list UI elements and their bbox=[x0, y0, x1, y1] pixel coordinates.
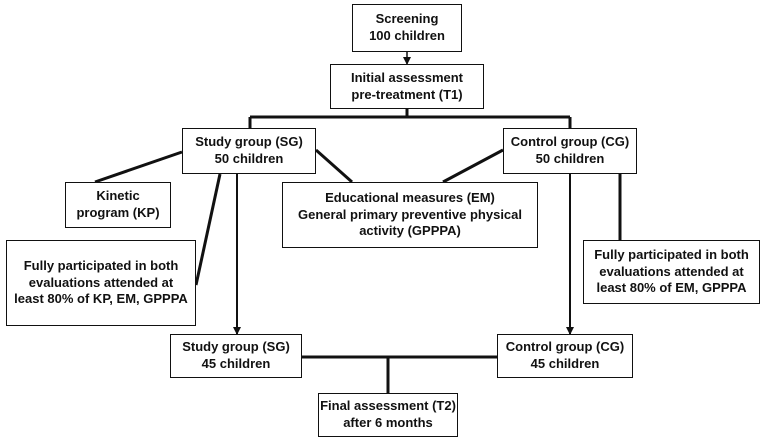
study-group-final-count: 45 children bbox=[201, 356, 271, 371]
control-group-initial-title: Control group (CG) bbox=[510, 134, 630, 150]
kinetic-program-line1: Kinetic bbox=[96, 188, 140, 204]
screening-count: 100 children bbox=[369, 28, 445, 43]
control-group-initial-count: 50 children bbox=[535, 151, 605, 166]
control-group-criteria-box: Fully participated in both evaluations a… bbox=[583, 240, 760, 304]
educational-measures-line1: Educational measures (EM) bbox=[325, 189, 495, 205]
educational-measures-line2: General primary preventive physical bbox=[298, 206, 522, 222]
study-group-initial-count: 50 children bbox=[214, 151, 284, 166]
study-group-initial-box: Study group (SG) 50 children bbox=[182, 128, 316, 174]
screening-title: Screening bbox=[375, 11, 439, 27]
line-cg-to-educational bbox=[442, 148, 504, 184]
kinetic-program-box: Kinetic program (KP) bbox=[65, 182, 171, 228]
line-sg-to-educational bbox=[315, 148, 353, 184]
kinetic-program-line2: program (KP) bbox=[76, 205, 160, 220]
study-group-criteria-box: Fully participated in both evaluations a… bbox=[6, 240, 196, 326]
control-group-final-box: Control group (CG) 45 children bbox=[497, 334, 633, 378]
initial-assessment-title: Initial assessment bbox=[351, 69, 463, 85]
initial-assessment-box: Initial assessment pre-treatment (T1) bbox=[330, 64, 484, 109]
control-group-final-count: 45 children bbox=[530, 356, 600, 371]
control-group-criteria-line1: Fully participated in both bbox=[594, 246, 749, 262]
study-group-criteria-line1: Fully participated in both bbox=[23, 257, 179, 273]
final-assessment-title: Final assessment (T2) bbox=[320, 398, 456, 414]
initial-assessment-subtitle: pre-treatment (T1) bbox=[351, 86, 463, 102]
educational-measures-box: Educational measures (EM) General primar… bbox=[282, 182, 538, 248]
final-assessment-box: Final assessment (T2) after 6 months bbox=[318, 393, 458, 437]
study-group-criteria-line2: evaluations attended at bbox=[28, 274, 174, 290]
control-group-criteria-line3: least 80% of EM, GPPPA bbox=[596, 280, 747, 296]
study-group-final-box: Study group (SG) 45 children bbox=[170, 334, 302, 378]
study-group-final-title: Study group (SG) bbox=[182, 339, 290, 355]
line-sg-to-criteria bbox=[194, 173, 222, 286]
control-group-initial-box: Control group (CG) 50 children bbox=[503, 128, 637, 174]
final-assessment-subtitle: after 6 months bbox=[343, 415, 433, 430]
study-group-initial-title: Study group (SG) bbox=[195, 134, 303, 150]
study-group-criteria-line3: least 80% of KP, EM, GPPPA bbox=[14, 291, 188, 307]
control-group-final-title: Control group (CG) bbox=[505, 339, 625, 355]
screening-box: Screening 100 children bbox=[352, 4, 462, 52]
line-sg-to-kinetic bbox=[94, 150, 183, 184]
educational-measures-line3: activity (GPPPA) bbox=[359, 223, 461, 239]
control-group-criteria-line2: evaluations attended at bbox=[599, 263, 744, 279]
